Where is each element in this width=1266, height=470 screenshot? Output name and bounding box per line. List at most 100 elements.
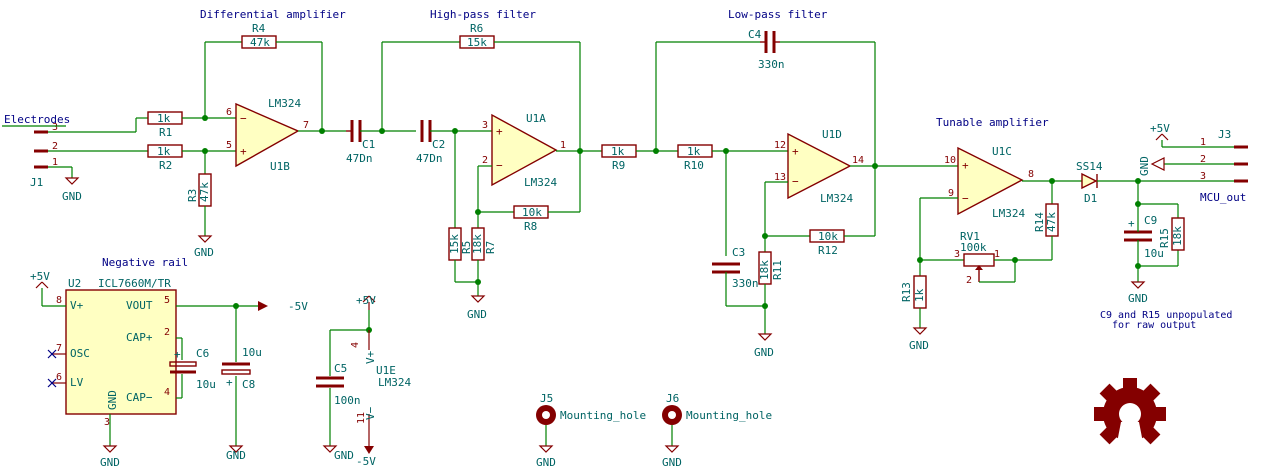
svg-text:R6: R6 bbox=[470, 22, 483, 35]
svg-text:1k: 1k bbox=[157, 145, 171, 158]
svg-text:J3: J3 bbox=[1218, 128, 1231, 141]
resistor-r13: 1k R13 bbox=[900, 275, 927, 309]
svg-text:R12: R12 bbox=[818, 244, 838, 257]
svg-text:13: 13 bbox=[774, 172, 786, 183]
svg-text:1k: 1k bbox=[913, 288, 926, 302]
svg-text:C1: C1 bbox=[362, 138, 375, 151]
svg-text:10u: 10u bbox=[1144, 247, 1164, 260]
resistor-r3: 47k R3 bbox=[186, 173, 212, 207]
svg-text:1: 1 bbox=[1200, 137, 1206, 148]
svg-text:CAP−: CAP− bbox=[126, 391, 153, 404]
svg-text:U1B: U1B bbox=[270, 160, 290, 173]
svg-text:C5: C5 bbox=[334, 362, 347, 375]
svg-text:14: 14 bbox=[852, 155, 864, 166]
connector-j1: 3 2 1 J1 bbox=[30, 122, 58, 189]
svg-text:U1C: U1C bbox=[992, 145, 1012, 158]
svg-text:1: 1 bbox=[560, 140, 566, 151]
svg-text:10u: 10u bbox=[242, 346, 262, 359]
svg-text:1k: 1k bbox=[611, 145, 625, 158]
svg-text:GND: GND bbox=[226, 449, 246, 462]
svg-text:47Dn: 47Dn bbox=[346, 152, 373, 165]
svg-text:3: 3 bbox=[1200, 171, 1206, 182]
svg-text:RV1: RV1 bbox=[960, 230, 980, 243]
svg-text:D1: D1 bbox=[1084, 192, 1097, 205]
svg-text:OSC: OSC bbox=[70, 347, 90, 360]
svg-text:R9: R9 bbox=[612, 159, 625, 172]
svg-text:U1D: U1D bbox=[822, 128, 842, 141]
svg-text:2: 2 bbox=[164, 327, 170, 338]
svg-text:47k: 47k bbox=[250, 36, 270, 49]
svg-text:5: 5 bbox=[164, 295, 170, 306]
opamp-u1e-power: 4 V+ U1E LM324 11 V− bbox=[350, 330, 411, 446]
svg-text:1k: 1k bbox=[157, 112, 171, 125]
resistor-r5: 15k R5 bbox=[448, 227, 473, 261]
gnd-symbol: GND bbox=[62, 177, 82, 203]
svg-text:R14: R14 bbox=[1033, 212, 1046, 232]
title-high-pass-filter: High-pass filter bbox=[430, 8, 536, 21]
net-m5: -5V bbox=[356, 455, 376, 468]
svg-text:9: 9 bbox=[948, 188, 954, 199]
svg-text:−: − bbox=[240, 112, 247, 125]
svg-text:7: 7 bbox=[56, 343, 62, 354]
svg-text:C8: C8 bbox=[242, 378, 255, 391]
svg-text:LM324: LM324 bbox=[268, 97, 301, 110]
resistor-r9: 1k R9 bbox=[601, 144, 637, 172]
resistor-r15: 18k R15 bbox=[1158, 217, 1185, 251]
svg-text:−: − bbox=[962, 192, 969, 205]
svg-text:U2: U2 bbox=[68, 277, 81, 290]
svg-text:Mounting_hole: Mounting_hole bbox=[560, 409, 646, 422]
svg-text:10u: 10u bbox=[196, 378, 216, 391]
svg-text:100n: 100n bbox=[334, 394, 361, 407]
svg-text:C9: C9 bbox=[1144, 214, 1157, 227]
svg-text:GND: GND bbox=[1138, 156, 1151, 176]
svg-text:C3: C3 bbox=[732, 246, 745, 259]
title-negative-rail: Negative rail bbox=[102, 256, 188, 269]
svg-text:7: 7 bbox=[303, 120, 309, 131]
svg-text:R10: R10 bbox=[684, 159, 704, 172]
svg-text:18k: 18k bbox=[471, 234, 484, 254]
svg-text:CAP+: CAP+ bbox=[126, 331, 153, 344]
svg-text:6: 6 bbox=[226, 107, 232, 118]
resistor-r4: 47k R4 bbox=[241, 22, 277, 49]
svg-text:R15: R15 bbox=[1158, 228, 1171, 248]
capacitor-c4: C4 330n bbox=[748, 28, 785, 71]
svg-text:GND: GND bbox=[754, 346, 774, 359]
svg-text:GND: GND bbox=[909, 339, 929, 352]
resistor-r6: 15k R6 bbox=[459, 22, 495, 49]
svg-text:47Dn: 47Dn bbox=[416, 152, 443, 165]
gnd-symbol: GND bbox=[754, 333, 774, 359]
net-label-electrodes: Electrodes bbox=[4, 113, 70, 126]
svg-text:+: + bbox=[496, 125, 503, 138]
svg-text:1k: 1k bbox=[687, 145, 701, 158]
svg-text:+: + bbox=[792, 145, 799, 158]
svg-text:SS14: SS14 bbox=[1076, 160, 1103, 173]
svg-text:R11: R11 bbox=[771, 260, 784, 280]
svg-text:LM324: LM324 bbox=[992, 207, 1025, 220]
svg-text:R7: R7 bbox=[484, 241, 497, 254]
svg-text:R13: R13 bbox=[900, 282, 913, 302]
svg-text:18k: 18k bbox=[1171, 226, 1184, 246]
svg-text:+5V: +5V bbox=[356, 294, 376, 307]
svg-text:R3: R3 bbox=[186, 189, 199, 202]
svg-text:+: + bbox=[174, 348, 181, 361]
svg-text:+5V: +5V bbox=[30, 270, 50, 283]
svg-text:GND: GND bbox=[334, 449, 354, 462]
svg-text:R4: R4 bbox=[252, 22, 266, 35]
svg-text:J5: J5 bbox=[540, 392, 553, 405]
svg-text:−: − bbox=[792, 175, 799, 188]
opamp-u1d: + − 12 13 14 U1D LM324 bbox=[774, 128, 864, 205]
power-p5: +5V bbox=[356, 294, 376, 310]
capacitor-c8: + 10u C8 bbox=[221, 346, 262, 391]
diode-d1: SS14 D1 bbox=[1076, 160, 1103, 205]
svg-text:ICL7660M/TR: ICL7660M/TR bbox=[98, 277, 171, 290]
svg-text:C4: C4 bbox=[748, 28, 762, 41]
mounting-hole-j5: J5 Mounting_hole bbox=[536, 392, 646, 425]
svg-text:GND: GND bbox=[536, 456, 556, 469]
svg-text:6: 6 bbox=[56, 372, 62, 383]
svg-text:+: + bbox=[1128, 217, 1135, 230]
title-low-pass-filter: Low-pass filter bbox=[728, 8, 828, 21]
svg-text:100k: 100k bbox=[960, 241, 987, 254]
svg-text:LM324: LM324 bbox=[820, 192, 853, 205]
resistor-r1: 1k R1 bbox=[147, 111, 183, 139]
